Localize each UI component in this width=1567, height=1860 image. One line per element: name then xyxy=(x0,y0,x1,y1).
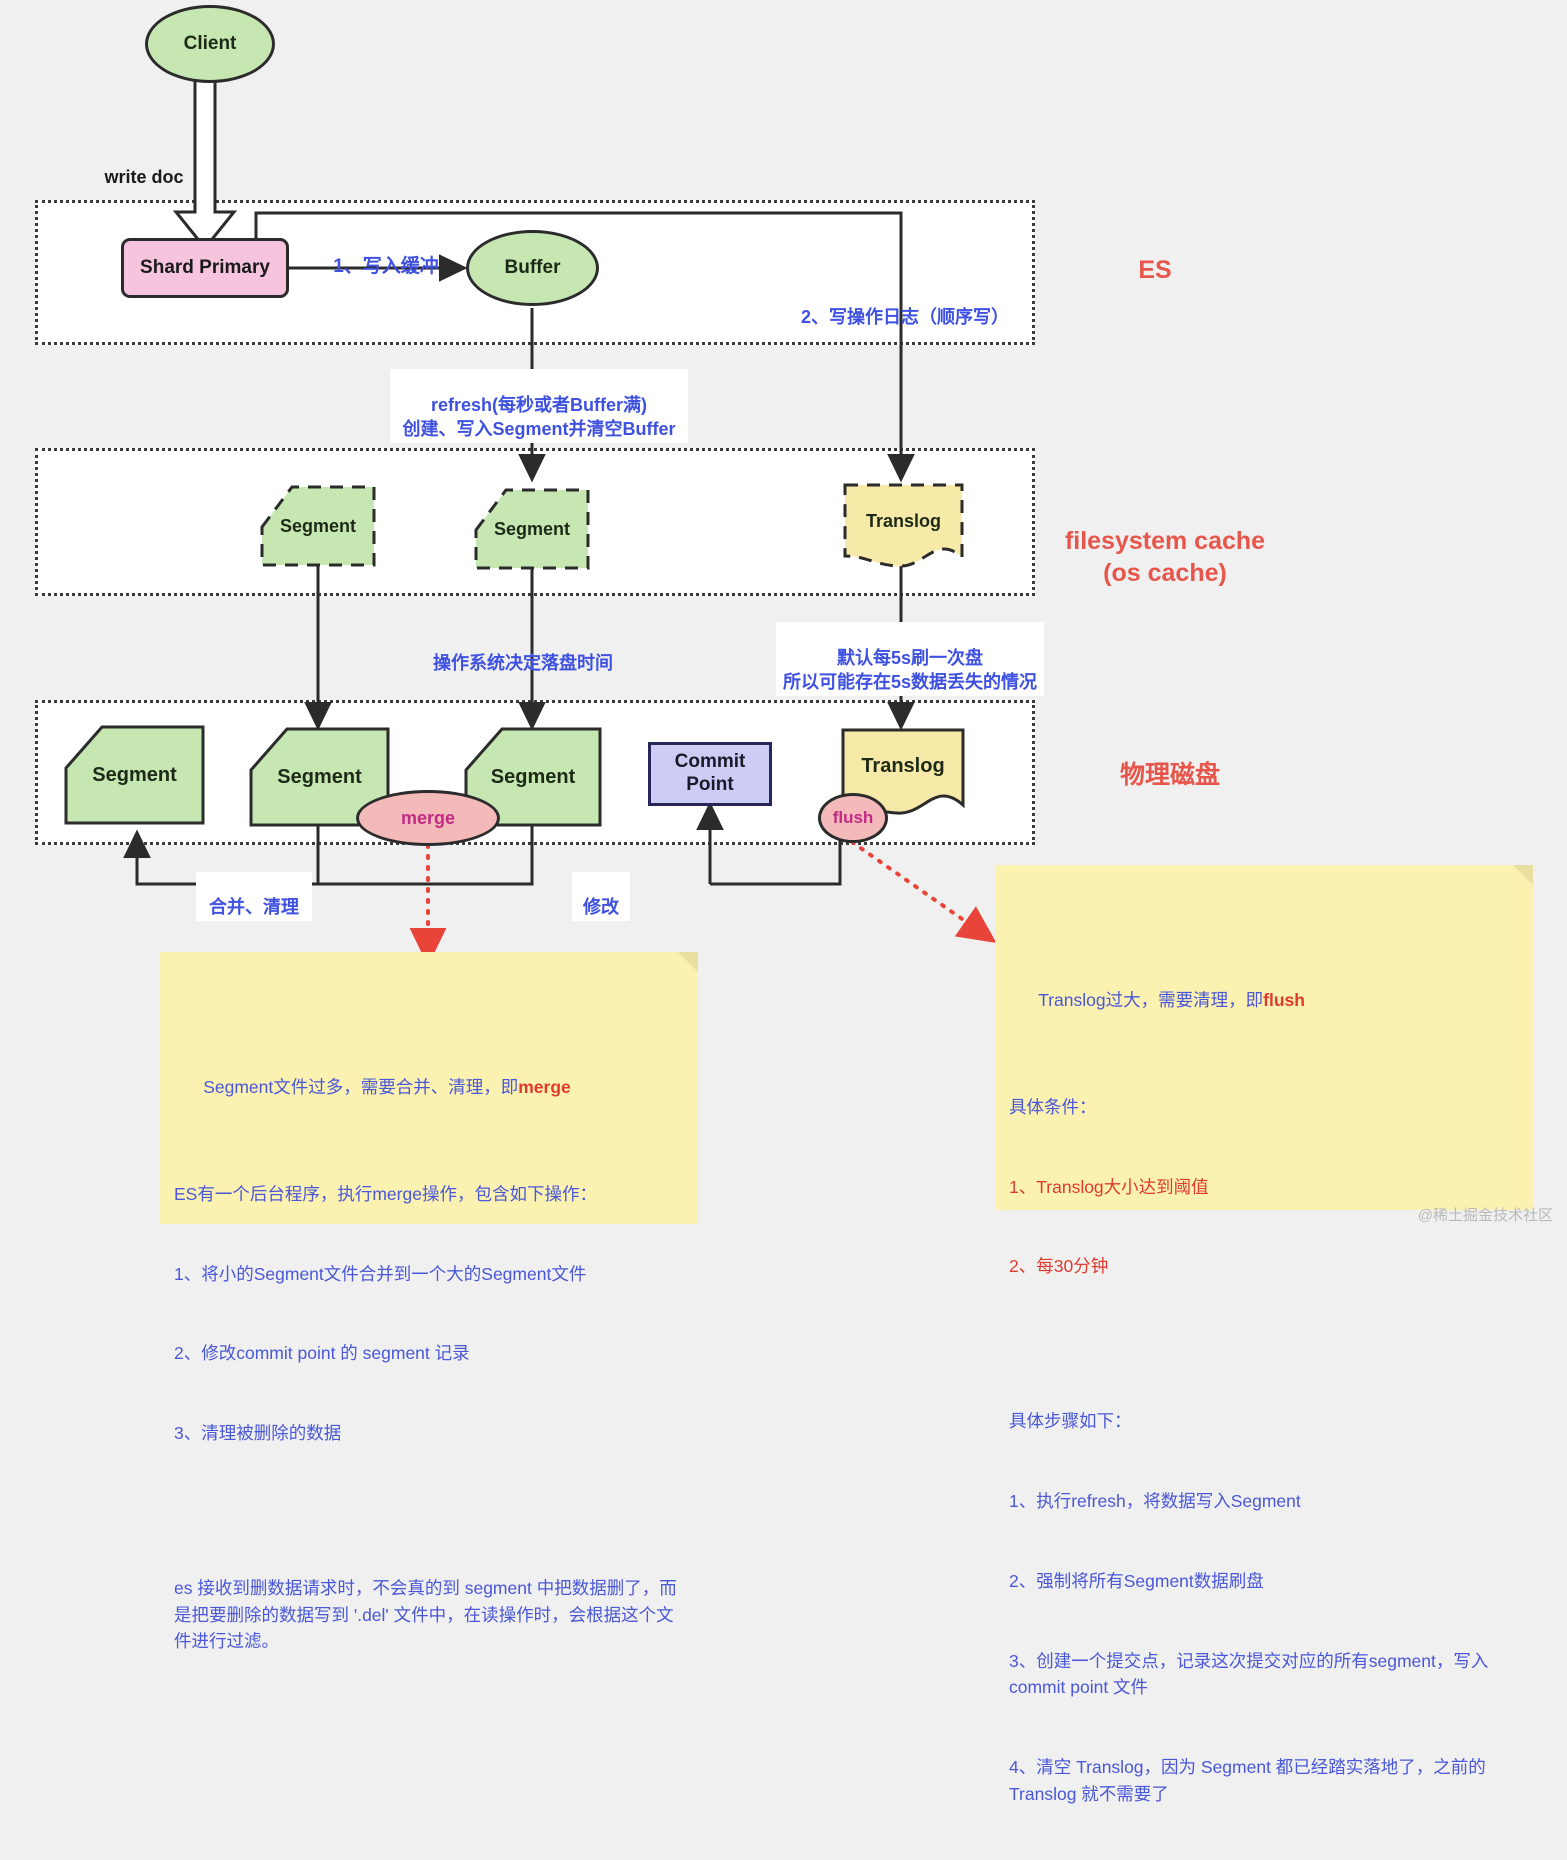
refresh-text: refresh(每秒或者Buffer满) 创建、写入Segment并清空Buff… xyxy=(402,395,676,439)
edge-label-translog-fsync: 默认每5s刷一次盘 所以可能存在5s数据丢失的情况 xyxy=(776,622,1044,697)
note-flush-step-0: 1、执行refresh，将数据写入Segment xyxy=(1009,1491,1301,1512)
note-flush-line1-a: Translog过大，需要清理，即 xyxy=(1038,990,1264,1011)
note-flush-step-2: 3、创建一个提交点，记录这次提交对应的所有segment，写入 commit p… xyxy=(1009,1650,1494,1698)
flush-label: flush xyxy=(832,808,874,827)
modify-text: 修改 xyxy=(583,897,619,918)
note-flush-cond1: 1、Translog大小达到阈值 xyxy=(1009,1176,1209,1197)
note-flush-fold xyxy=(1513,865,1533,885)
node-shard-primary[interactable]: Shard Primary xyxy=(121,238,289,298)
node-segment-cache-2: Segment xyxy=(476,490,588,568)
node-buffer[interactable]: Buffer xyxy=(466,230,599,306)
note-merge-body-4 xyxy=(174,1500,682,1522)
note-flush-step-1: 2、强制将所有Segment数据刷盘 xyxy=(1009,1570,1264,1591)
step2-translog-text: 2、写操作日志（顺序写） xyxy=(800,307,1009,328)
step1-buffer-text: 1、写入缓冲 xyxy=(333,255,439,277)
edge-label-os-flush-timing: 操作系统决定落盘时间 xyxy=(418,629,628,676)
node-segment-cache-1: Segment xyxy=(262,487,374,565)
note-flush-line2: 具体条件： xyxy=(1009,1096,1097,1117)
note-merge-line1: Segment文件过多，需要合并、清理，即merge xyxy=(174,1048,682,1128)
note-merge-body-1: 1、将小的Segment文件合并到一个大的Segment文件 xyxy=(174,1263,587,1284)
edge-label-step1-buffer: 1、写入缓冲 xyxy=(296,230,476,279)
physical-disk-label-text: 物理磁盘 xyxy=(1119,761,1220,789)
note-merge-fold xyxy=(678,952,698,972)
note-flush-cond2: 2、每30分钟 xyxy=(1009,1256,1109,1277)
node-translog-cache: Translog xyxy=(845,485,962,557)
note-flush: Translog过大，需要清理，即flush 具体条件： 1、Translog大… xyxy=(995,865,1533,1804)
translog-cache-label: Translog xyxy=(865,510,941,531)
merge-label: merge xyxy=(400,807,456,828)
node-commit-point[interactable]: Commit Point xyxy=(648,742,772,806)
node-merge[interactable]: merge xyxy=(356,790,500,846)
note-flush-blank xyxy=(1009,1333,1517,1355)
merge-clean-text: 合并、清理 xyxy=(209,897,299,918)
node-flush[interactable]: flush xyxy=(818,793,888,843)
zone-label-filesystem-cache: filesystem cache (os cache) xyxy=(1045,495,1285,589)
note-flush-line1: Translog过大，需要清理，即flush xyxy=(1009,961,1517,1041)
node-segment-disk-3: Segment xyxy=(466,729,600,825)
watermark: @稀土掘金技术社区 xyxy=(1417,1207,1553,1224)
note-flush-line1-b: flush xyxy=(1263,990,1305,1011)
segment-disk-3-label: Segment xyxy=(490,765,576,788)
segment-disk-1-label: Segment xyxy=(92,763,177,786)
node-segment-disk-1: Segment xyxy=(66,727,203,823)
edge-label-refresh: refresh(每秒或者Buffer满) 创建、写入Segment并清空Buff… xyxy=(390,369,688,444)
note-merge-body-0: ES有一个后台程序，执行merge操作，包含如下操作： xyxy=(174,1183,597,1204)
zone-label-physical-disk: 物理磁盘 xyxy=(1080,760,1260,791)
note-merge-line1-b: merge xyxy=(518,1077,571,1098)
note-merge-body-2: 2、修改commit point 的 segment 记录 xyxy=(174,1343,470,1364)
note-flush-steps-title: 具体步骤如下： xyxy=(1009,1411,1132,1432)
client-label: Client xyxy=(183,33,237,54)
diagram-canvas: Segment Segment Translog Segment Segment… xyxy=(35,5,1553,1804)
os-flush-timing-text: 操作系统决定落盘时间 xyxy=(433,653,613,674)
node-client[interactable]: Client xyxy=(145,5,275,83)
zone-label-es: ES xyxy=(1100,255,1210,286)
es-label-text: ES xyxy=(1138,256,1172,284)
node-segment-disk-2: Segment xyxy=(251,729,388,825)
edge-label-step2-translog: 2、写操作日志（顺序写） xyxy=(790,283,1020,330)
note-flush-step-3: 4、清空 Translog，因为 Segment 都已经踏实落地了，之前的 Tr… xyxy=(1009,1757,1491,1804)
note-merge-body-3: 3、清理被删除的数据 xyxy=(174,1423,342,1444)
note-merge-body-5: es 接收到删数据请求时，不会真的到 segment 中把数据删了，而是把要删除… xyxy=(174,1578,677,1652)
segment-cache-2-label: Segment xyxy=(493,518,571,539)
filesystem-cache-label-text: filesystem cache (os cache) xyxy=(1064,527,1266,587)
note-merge: Segment文件过多，需要合并、清理，即merge ES有一个后台程序，执行m… xyxy=(160,952,698,1651)
shard-primary-label: Shard Primary xyxy=(140,257,270,278)
translog-fsync-text: 默认每5s刷一次盘 所以可能存在5s数据丢失的情况 xyxy=(782,648,1038,692)
buffer-label: Buffer xyxy=(504,257,561,278)
segment-disk-2-label: Segment xyxy=(277,765,362,788)
node-translog-disk: Translog xyxy=(843,730,963,803)
edge-label-modify: 修改 xyxy=(572,872,630,921)
edge-label-write-doc: write doc xyxy=(84,143,204,190)
write-doc-text: write doc xyxy=(104,167,184,188)
segment-cache-1-label: Segment xyxy=(279,515,357,536)
edge-label-merge-clean: 合并、清理 xyxy=(196,872,312,921)
commit-point-label: Commit Point xyxy=(674,751,746,795)
note-merge-line1-a: Segment文件过多，需要合并、清理，即 xyxy=(203,1077,519,1098)
translog-disk-label: Translog xyxy=(861,755,945,777)
